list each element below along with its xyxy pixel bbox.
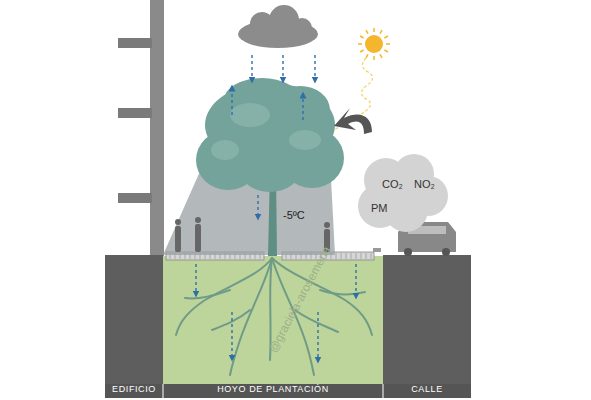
tree-crown (196, 78, 344, 192)
roots (176, 258, 372, 375)
zone-label: CALLE (411, 385, 443, 395)
water-arrows (196, 55, 356, 360)
rain-cloud (238, 5, 318, 48)
building (105, 0, 164, 385)
temperature-label: -5ºC (283, 209, 305, 221)
pedestrians (175, 217, 330, 252)
absorption-arrow (334, 108, 372, 134)
street (383, 255, 471, 385)
soil (163, 256, 383, 385)
label-strip (105, 384, 471, 398)
cloud-outline (356, 150, 450, 234)
sun (334, 28, 390, 130)
zone-label: EDIFICIO (112, 385, 156, 395)
pollutant-label: PM (371, 202, 388, 214)
pollutant-label: CO₂ (382, 178, 403, 190)
pollutant-label: NO₂ (414, 178, 435, 190)
pollution-cloud: CO₂ NO₂ PM (356, 150, 450, 234)
zone-label: HOYO DE PLANTACIÓN (217, 385, 329, 395)
